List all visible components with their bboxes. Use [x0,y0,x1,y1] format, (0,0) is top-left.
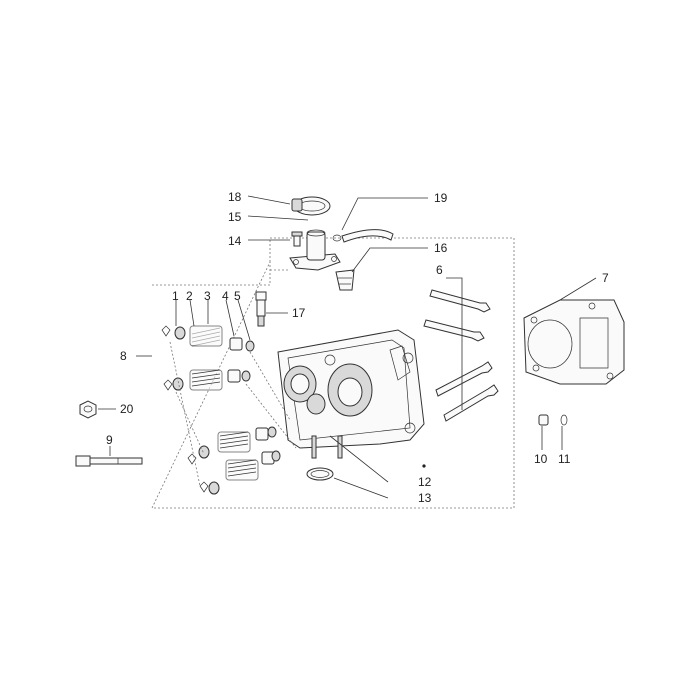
valve-seals [241,340,281,462]
hose-clamp [291,196,331,216]
callout-11: 11 [558,452,571,466]
callout-12: 12 [418,475,432,489]
callout-8: 8 [120,349,127,363]
head-gasket [523,299,625,385]
callout-17: 17 [292,306,306,320]
dowel-pin [538,414,549,426]
thermostat [335,269,355,291]
coolant-hose [332,229,394,243]
callout-7: 7 [602,271,609,285]
callout-labels: 18 15 14 19 16 6 7 17 1 2 3 4 5 8 20 9 1… [106,190,609,505]
dotted-assembly-guides [169,341,297,487]
callout-14: 14 [228,234,242,248]
cap-nut [79,400,97,419]
callout-6: 6 [436,263,443,277]
callout-5: 5 [234,289,241,303]
reference-dot [422,464,426,468]
valve-springs [189,325,259,481]
valves [423,289,499,422]
callout-15: 15 [228,210,242,224]
thermostat-housing [289,229,341,271]
callout-3: 3 [204,289,211,303]
leader-lines [98,195,597,499]
head-bolt [75,455,143,467]
callout-4: 4 [222,289,229,303]
callout-20: 20 [120,402,134,416]
cylinder-head [277,329,425,459]
callout-16: 16 [434,241,448,255]
callout-1: 1 [172,289,179,303]
callout-19: 19 [434,191,448,205]
temperature-sensor [255,291,267,327]
callout-18: 18 [228,190,242,204]
valve-guides [227,337,275,465]
o-ring-small [560,414,568,426]
screw [291,231,303,247]
callout-2: 2 [186,289,193,303]
callout-10: 10 [534,452,548,466]
callout-9: 9 [106,433,113,447]
callout-13: 13 [418,491,432,505]
o-ring [306,467,334,481]
spring-retainers [172,326,220,495]
valve-collets [161,325,209,493]
